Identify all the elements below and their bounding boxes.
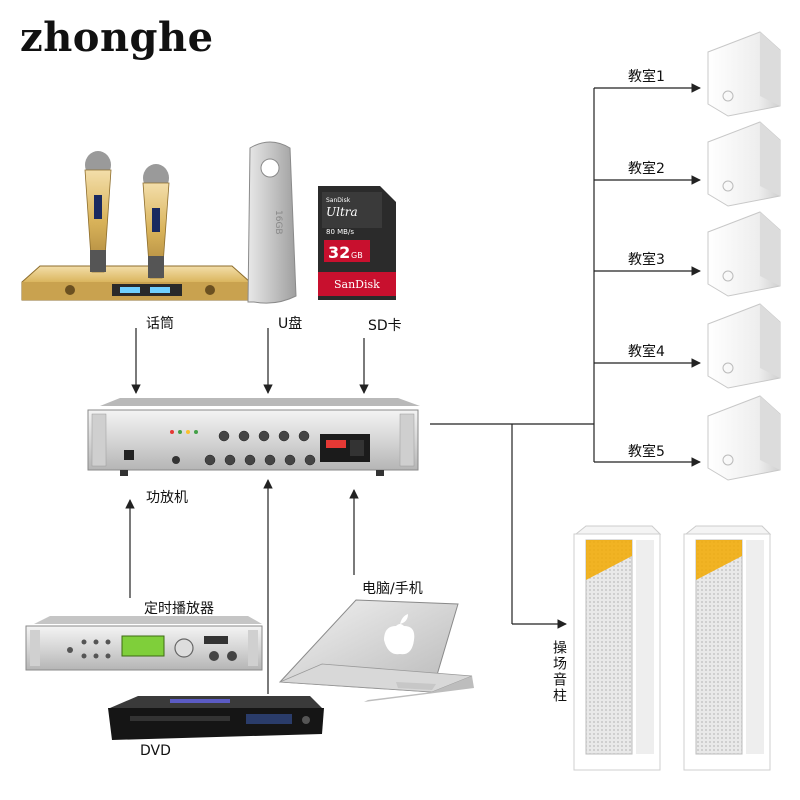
sd-card-icon: SanDisk Ultra 80 MB/s 32 GB SanDisk	[318, 186, 396, 300]
playground-speaker-label: 操场音柱	[551, 640, 567, 704]
sd-unit: GB	[351, 251, 363, 260]
sd-line: Ultra	[326, 205, 358, 219]
usb-drive-icon: 16GB	[247, 141, 297, 304]
wall-speaker-icon-2	[707, 121, 781, 207]
usb-capacity-text: 16GB	[273, 210, 283, 235]
wireless-microphone-icon	[21, 151, 251, 301]
sd-speed: 80 MB/s	[326, 228, 354, 236]
sd-label: SD卡	[368, 318, 402, 334]
dvd-player-icon	[108, 696, 324, 740]
timer-player-label: 定时播放器	[144, 601, 214, 617]
classroom-label-5: 教室5	[628, 444, 665, 460]
sd-capacity: 32	[328, 243, 350, 262]
column-speaker-icon-2	[683, 525, 772, 771]
dvd-label: DVD	[140, 743, 171, 759]
brand-logo: zhonghe	[20, 14, 214, 61]
sd-logo: SanDisk	[334, 278, 380, 291]
wall-speaker-icon-3	[707, 211, 781, 297]
usb-label: U盘	[278, 316, 303, 332]
connectors	[125, 83, 701, 694]
mic-label: 话筒	[146, 316, 174, 332]
wall-speaker-icon-1	[707, 31, 781, 117]
wall-speaker-icon-5	[707, 395, 781, 481]
computer-phone-label: 电脑/手机	[362, 581, 423, 597]
classroom-label-2: 教室2	[628, 161, 665, 177]
amplifier-icon	[87, 398, 420, 476]
wall-speaker-icon-4	[707, 303, 781, 389]
column-speaker-icon-1	[573, 525, 662, 771]
classroom-label-1: 教室1	[628, 69, 665, 85]
classroom-speakers	[707, 31, 781, 481]
classroom-label-3: 教室3	[628, 252, 665, 268]
laptop-icon	[278, 599, 474, 702]
amplifier-label: 功放机	[146, 490, 188, 506]
sd-brand-small: SanDisk	[326, 197, 351, 204]
timer-player-icon	[25, 616, 263, 671]
classroom-label-4: 教室4	[628, 344, 665, 360]
